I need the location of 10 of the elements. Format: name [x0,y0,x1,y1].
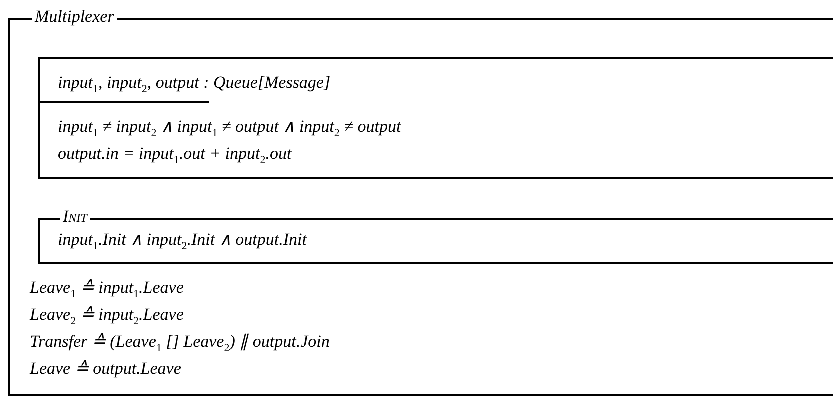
declaration: input$_{1}$, input$_{2}$, output : Queue[Message] [58,73,331,98]
operation-definition: Leave$_{1}$ ≙ input$_{1}$.Leave [30,278,184,302]
schema-heading: Multiplexer [32,8,118,26]
predicate: input$_{1}$.Init ∧ input$_{2}$.Init ∧ output.Init [58,230,307,254]
state-schema-box [38,57,833,179]
predicate: output.in = input$_{1}$.out + input$_{2}$.out [58,144,292,168]
operation-definition: Leave ≙ output.Leave [30,359,182,379]
operation-definition: Transfer ≙ (Leave$_{1}$ [] Leave$_{2}$) ∥ output.Join [30,332,330,356]
operation-definition: Leave$_{2}$ ≙ input$_{2}$.Leave [30,305,184,330]
predicate: input$_{1}$ ≠ input$_{2}$ ∧ input$_{1}$ ≠ output ∧ input$_{2}$ ≠ output [58,117,402,142]
